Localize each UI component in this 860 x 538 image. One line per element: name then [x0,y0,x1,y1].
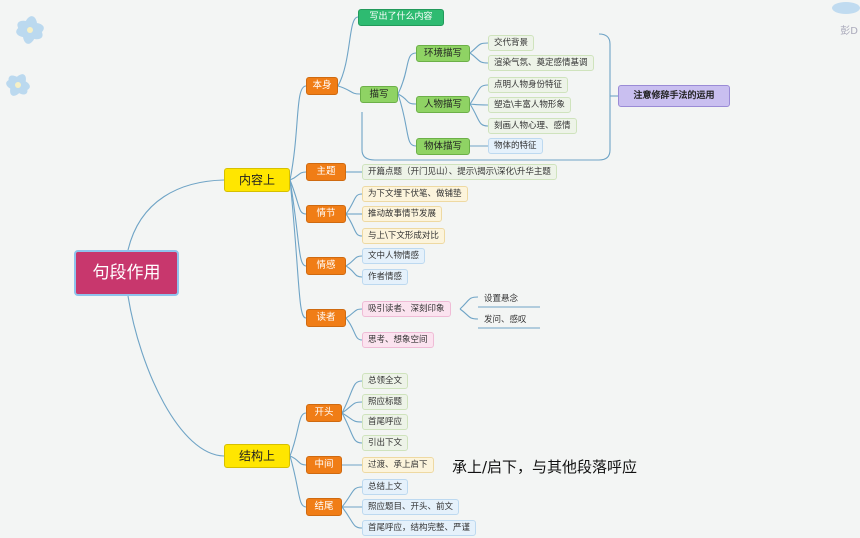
leaf-summarize-all: 总领全文 [362,373,409,389]
leaf-lead-in: 引出下文 [362,435,409,451]
leaf-contrast: 与上\下文形成对比 [362,228,445,244]
itself-node: 本身 [306,77,338,95]
leaf-atmosphere: 渲染气氛、奠定感情基调 [488,55,594,71]
leaf-transition: 过渡、承上启下 [362,457,434,473]
leaf-attract-reader: 吸引读者、深刻印象 [362,301,451,317]
leaf-summary: 总结上文 [362,479,409,495]
end-node: 结尾 [306,498,342,516]
leaf-echo-begin-end: 首尾呼应 [362,414,409,430]
middle-node: 中间 [306,456,342,474]
leaf-suspense: 设置悬念 [484,293,519,304]
depict-node: 描写 [360,86,398,103]
content-node: 内容上 [224,168,290,192]
emotion-node: 情感 [306,257,346,275]
leaf-background: 交代背景 [488,35,535,51]
flower-decoration-icon [832,2,860,14]
reader-node: 读者 [306,309,346,327]
flower-decoration-icon [6,16,44,96]
leaf-complete-structure: 首尾呼应，结构完整、严谨 [362,520,477,536]
leaf-identity: 点明人物身份特征 [488,77,569,93]
leaf-advance-plot: 推动故事情节发展 [362,206,443,222]
annotation-text: 承上/启下，与其他段落呼应 [452,458,638,476]
plot-node: 情节 [306,205,346,223]
root-node: 句段作用 [74,250,179,296]
theme-node: 主题 [306,163,346,181]
leaf-author-emotion: 作者情感 [362,269,409,285]
object-depict-node: 物体描写 [416,138,470,155]
person-depict-node: 人物描写 [416,96,470,113]
env-depict-node: 环境描写 [416,45,470,62]
rhetoric-node: 注意修辞手法的运用 [618,85,730,107]
begin-node: 开头 [306,404,342,422]
structure-node: 结构上 [224,444,290,468]
leaf-imagination: 思考、想象空间 [362,332,434,348]
leaf-echo-topic: 照应题目、开头、前文 [362,499,460,515]
leaf-image: 塑造\丰富人物形象 [488,97,571,113]
corner-watermark: 彭D [840,26,858,37]
leaf-echo-title: 照应标题 [362,394,409,410]
what-written-node: 写出了什么内容 [358,9,444,26]
leaf-theme: 开篇点题（开门见山）、提示\揭示\深化\升华主题 [362,164,557,180]
leaf-question-exclaim: 发问、感叹 [484,314,527,325]
leaf-character-emotion: 文中人物情感 [362,248,426,264]
leaf-object-feature: 物体的特征 [488,138,543,154]
leaf-foreshadow: 为下文埋下伏笔、做铺垫 [362,186,468,202]
leaf-psychology: 刻画人物心理、感情 [488,118,577,134]
